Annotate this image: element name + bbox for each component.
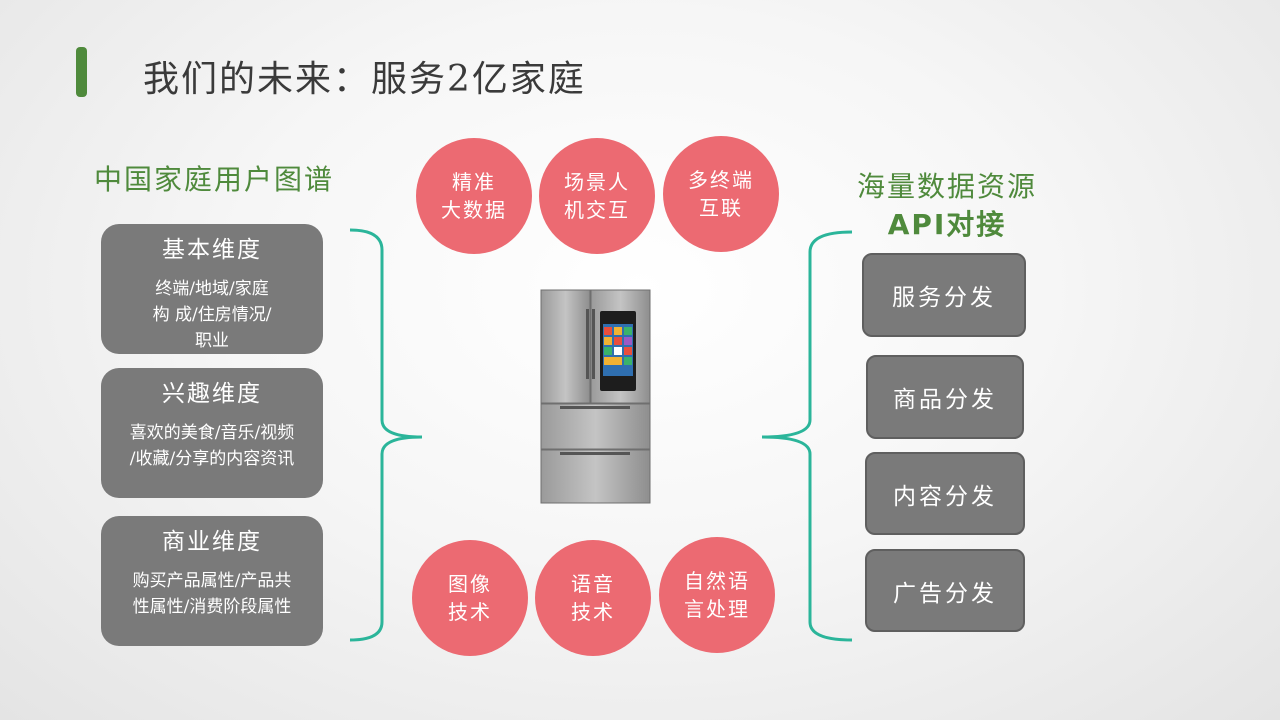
card-line: 喜欢的美食/音乐/视频 [129,423,295,443]
circle-line: 技术 [448,600,492,624]
circle-voice-tech: 语音技术 [535,540,651,656]
distribution-ads: 广告分发 [865,549,1025,632]
right-heading-line: 海量数据资源 [856,170,1037,203]
left-heading: 中国家庭用户图谱 [94,163,335,196]
circle-image-tech: 图像技术 [412,540,528,656]
right-heading-line: API对接 [887,208,1007,241]
card-line: 终端/地域/家庭 [155,279,269,299]
card-title: 商业维度 [162,529,262,555]
card-line: 职业 [195,331,229,351]
circle-multi-terminal: 多终端互联 [663,136,779,252]
right-brace [761,230,853,642]
page-title: 我们的未来：服务2亿家庭 [143,59,586,100]
card-line: 性属性/消费阶段属性 [132,597,292,617]
circle-line: 语音 [571,572,615,596]
card-body: 购买产品属性/产品共 性属性/消费阶段属性 [101,568,323,620]
card-line: /收藏/分享的内容资讯 [129,449,295,469]
circle-line: 精准 [452,170,496,194]
card-body: 喜欢的美食/音乐/视频 /收藏/分享的内容资讯 [101,420,323,472]
distribution-service: 服务分发 [862,253,1026,337]
circle-line: 技术 [571,600,615,624]
circle-line: 自然语 [684,569,750,593]
circle-line: 场景人 [564,170,630,194]
refrigerator-image [540,289,651,504]
dimension-card-commerce: 商业维度 购买产品属性/产品共 性属性/消费阶段属性 [101,516,323,646]
left-brace [349,228,423,642]
card-title: 兴趣维度 [162,381,262,407]
circle-scene-interaction: 场景人机交互 [539,138,655,254]
title-accent-bar [76,47,87,97]
card-line: 构 成/住房情况/ [152,305,272,325]
card-line: 购买产品属性/产品共 [132,571,292,591]
circle-line: 图像 [448,572,492,596]
circle-line: 互联 [699,196,743,220]
dimension-card-interest: 兴趣维度 喜欢的美食/音乐/视频 /收藏/分享的内容资讯 [101,368,323,498]
circle-precise-big-data: 精准大数据 [416,138,532,254]
distribution-content: 内容分发 [865,452,1025,535]
circle-line: 多终端 [688,168,754,192]
card-title: 基本维度 [162,237,262,263]
distribution-product: 商品分发 [866,355,1024,439]
card-body: 终端/地域/家庭 构 成/住房情况/ 职业 [101,276,323,354]
circle-line: 大数据 [441,198,507,222]
right-heading: 海量数据资源 API对接 [836,168,1058,244]
circle-line: 言处理 [684,597,750,621]
dimension-card-basic: 基本维度 终端/地域/家庭 构 成/住房情况/ 职业 [101,224,323,354]
circle-nlp: 自然语言处理 [659,537,775,653]
circle-line: 机交互 [564,198,630,222]
